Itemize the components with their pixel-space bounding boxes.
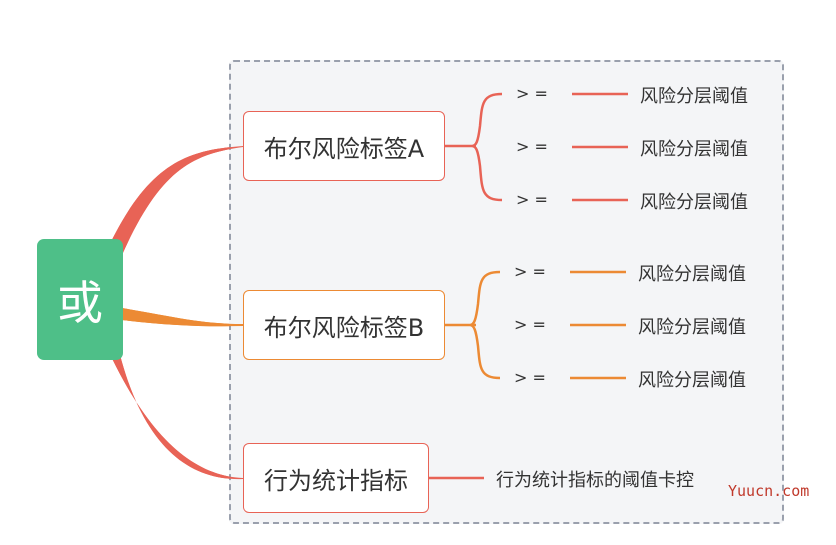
root-to-branch-c-connector-top (108, 350, 243, 480)
branch-node-a[interactable]: 布尔风险标签A (243, 111, 445, 181)
site-watermark: Yuucn.com (728, 482, 810, 500)
branch-b-bracket-top (445, 270, 501, 380)
branch-b-op-2: > = (514, 315, 546, 334)
branch-b-threshold-2[interactable]: 风险分层阈值 (638, 317, 746, 338)
branch-b-op-3: > = (514, 368, 546, 387)
branch-c-threshold-control[interactable]: 行为统计指标的阈值卡控 (496, 470, 694, 491)
root-node[interactable]: 或 (37, 239, 123, 360)
branch-a-op-1: > = (516, 84, 548, 103)
branch-a-threshold-2[interactable]: 风险分层阈值 (640, 139, 748, 160)
branch-b-threshold-1[interactable]: 风险分层阈值 (638, 264, 746, 285)
root-to-branch-b-connector-top (122, 308, 243, 327)
branch-node-b[interactable]: 布尔风险标签B (243, 290, 445, 360)
root-to-branch-a-connector-top (108, 146, 243, 255)
branch-a-bracket-top (445, 92, 503, 202)
branch-b-threshold-3[interactable]: 风险分层阈值 (638, 370, 746, 391)
branch-a-op-2: > = (516, 137, 548, 156)
branch-a-op-3: > = (516, 190, 548, 209)
branch-a-threshold-1[interactable]: 风险分层阈值 (640, 86, 748, 107)
branch-node-c[interactable]: 行为统计指标 (243, 443, 429, 513)
branch-a-threshold-3[interactable]: 风险分层阈值 (640, 192, 748, 213)
branch-b-op-1: > = (514, 262, 546, 281)
